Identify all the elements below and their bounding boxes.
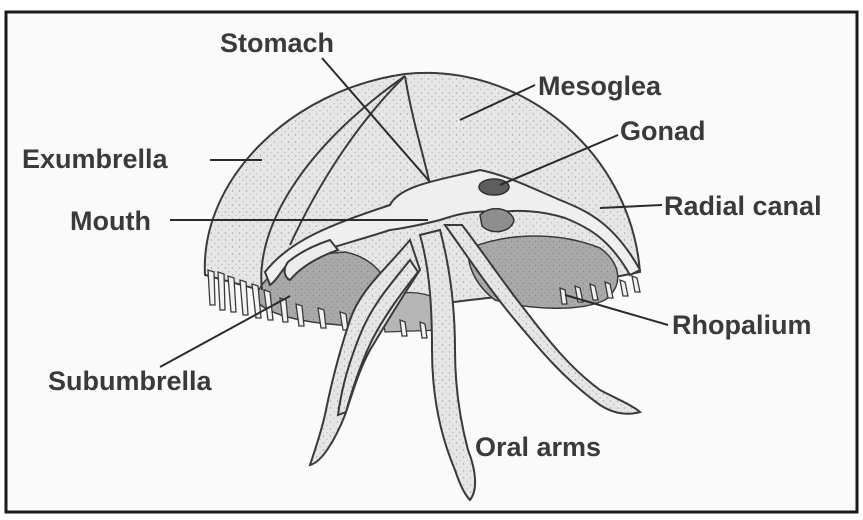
label-gonad: Gonad [620,116,706,146]
label-radial-canal: Radial canal [664,191,822,221]
label-exumbrella: Exumbrella [22,144,169,174]
gonad-lower [480,209,514,232]
gonad-upper [479,179,509,195]
label-subumbrella: Subumbrella [48,366,213,396]
label-stomach: Stomach [220,28,334,58]
label-rhopalium: Rhopalium [672,310,812,340]
label-mouth: Mouth [70,206,151,236]
label-mesoglea: Mesoglea [538,71,662,101]
label-oral-arms: Oral arms [475,432,601,462]
